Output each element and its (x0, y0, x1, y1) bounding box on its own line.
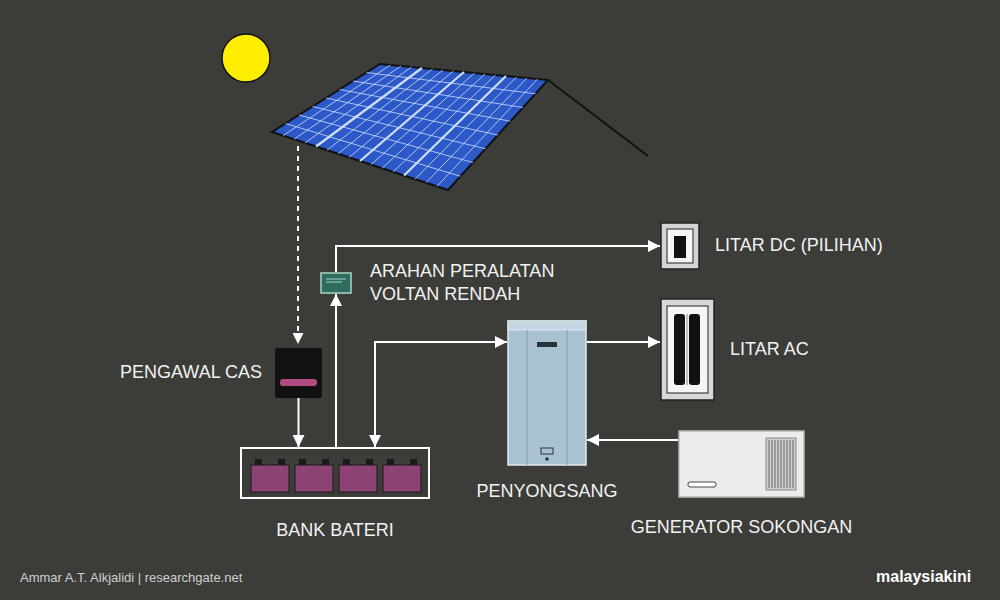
ac-circuit-panel-outline (660, 298, 715, 401)
charge-controller: PENGAWAL CAS (275, 348, 322, 398)
node-label: LITAR AC (730, 338, 809, 361)
battery-bank: BANK BATERI (240, 447, 430, 499)
connector-arrow (587, 439, 678, 441)
charge-controller-outline (275, 348, 322, 398)
connector-arrow (298, 398, 300, 447)
inverter-outline (507, 320, 587, 466)
credit-note: Ammar A.T. Alkjalidi | researchgate.net (20, 570, 242, 585)
dc-circuit-panel-outline (660, 222, 700, 270)
node-label: PENGAWAL CAS (120, 361, 262, 384)
sun (222, 34, 270, 82)
inverter: PENYONGSANG (507, 320, 587, 466)
solar-panel (272, 64, 548, 190)
node-label: LITAR DC (PILIHAN) (715, 234, 883, 257)
connector-arrow (587, 341, 660, 343)
low-voltage-device: ARAHAN PERALATAN VOLTAN RENDAH (320, 272, 352, 294)
node-label: GENERATOR SOKONGAN (631, 516, 852, 539)
node-label: PENYONGSANG (476, 480, 617, 503)
connector-arrow (375, 342, 507, 447)
battery-bank-outline (240, 447, 430, 499)
node-label: BANK BATERI (276, 519, 394, 542)
low-voltage-device-outline (320, 272, 352, 294)
backup-generator: GENERATOR SOKONGAN (678, 430, 805, 498)
sunlight-line (297, 146, 299, 344)
connector-arrow (335, 294, 337, 447)
roof-line (548, 80, 648, 156)
node-label: ARAHAN PERALATAN VOLTAN RENDAH (370, 260, 570, 307)
ac-circuit-panel: LITAR AC (660, 298, 715, 401)
dc-circuit-panel: LITAR DC (PILIHAN) (660, 222, 700, 270)
backup-generator-outline (678, 430, 805, 498)
watermark: malaysiakini (876, 568, 971, 586)
